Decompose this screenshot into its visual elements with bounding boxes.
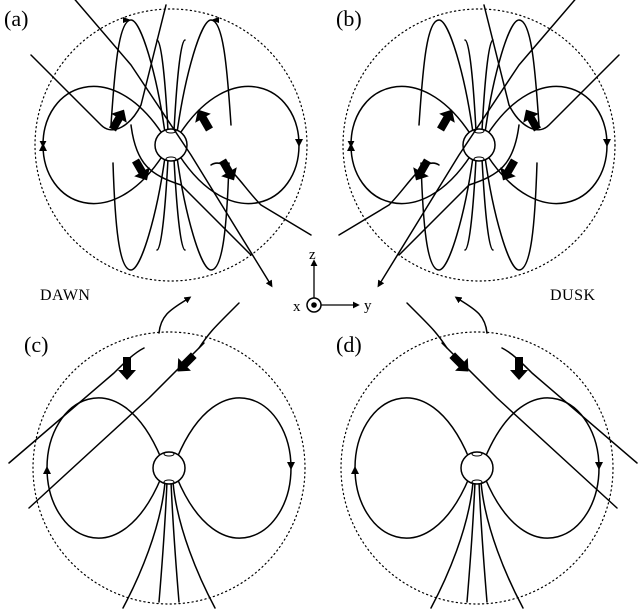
panel-label-c: (c) — [24, 332, 48, 357]
axis-label-y: y — [364, 298, 372, 314]
panel-b — [338, 0, 620, 288]
panel-label-a: (a) — [4, 6, 28, 31]
panel-c — [8, 296, 306, 609]
axis-label-x: x — [293, 299, 301, 315]
panel-d — [340, 296, 638, 609]
panel-label-b: (b) — [336, 6, 362, 31]
panel-label-d: (d) — [336, 332, 362, 357]
dusk-label: DUSK — [550, 287, 596, 304]
axis-label-z: z — [309, 247, 316, 263]
coordinate-axes — [306, 259, 360, 313]
dawn-label: DAWN — [40, 287, 90, 304]
panel-a — [30, 0, 312, 288]
